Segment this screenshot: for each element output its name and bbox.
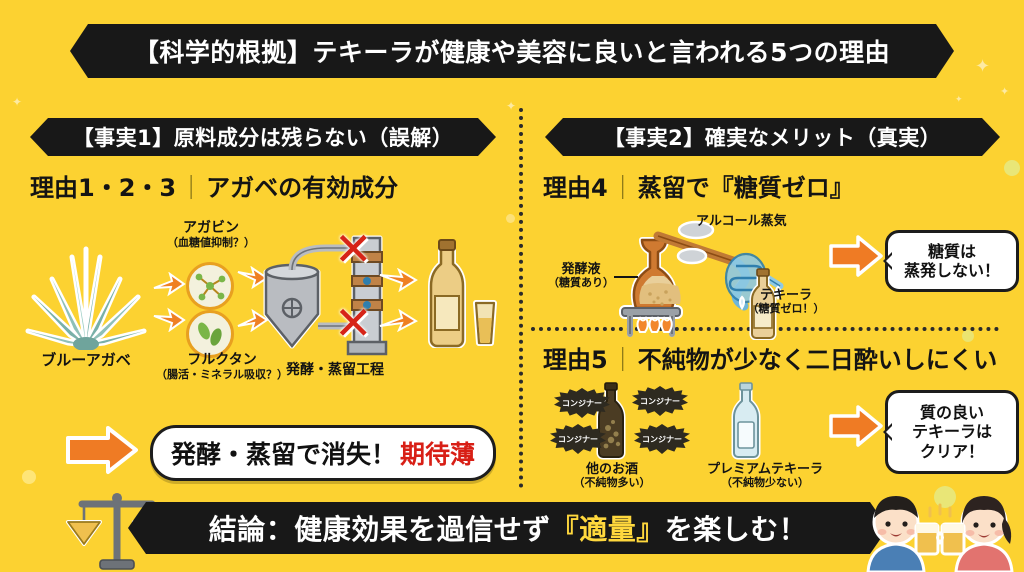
- bubble-clear-line1: 質の良い: [919, 403, 984, 423]
- fact2-banner: 【事実2】確実なメリット（真実）: [545, 118, 1000, 156]
- congener-burst: コンジナー: [634, 424, 690, 454]
- left-conclusion-pill: 発酵・蒸留で消失！期待薄: [150, 425, 496, 481]
- reason-5-number: 理由5: [543, 346, 608, 374]
- bubble-clear-line3: クリア！: [919, 441, 984, 461]
- reason-123-heading: 理由1・2・3｜アガベの有効成分: [30, 168, 398, 203]
- caption-agave: ブルーアガベ: [41, 351, 131, 369]
- bubble-sugar-line2: 蒸発しない！: [903, 261, 1000, 280]
- agavin-note: （血糖値抑制？）: [167, 235, 255, 249]
- tequila-bottle-icon: [428, 239, 466, 348]
- arrow-right-icon: [64, 424, 140, 476]
- sparkle-icon: ✦: [506, 99, 517, 113]
- left-conclusion-red: 期待薄: [400, 440, 476, 469]
- fructan-name: フルクタン: [187, 352, 257, 368]
- conclusion-part-a: 結論：健康効果を過信せず: [208, 513, 551, 546]
- decorative-dot: [22, 470, 36, 484]
- arrow-right-icon: [378, 268, 418, 294]
- caption-alcohol-vapor: アルコール蒸気: [696, 214, 787, 229]
- conclusion-part-b: を楽しむ！: [664, 513, 808, 546]
- vertical-divider: [519, 108, 523, 488]
- tequila-product-name: テキーラ: [759, 288, 812, 303]
- decorative-dot: [1004, 160, 1020, 176]
- heading-separator: ｜: [610, 346, 635, 374]
- caption-tequila-product: テキーラ （糖質ゼロ！）: [740, 288, 832, 316]
- reason-4-heading: 理由4｜蒸留で『糖質ゼロ』: [543, 168, 854, 203]
- other-liquor-name: 他のお酒: [585, 462, 638, 477]
- toasting-people-icon: [866, 496, 1014, 572]
- heading-separator: ｜: [179, 174, 204, 202]
- reason-5-heading: 理由5｜不純物が少なく二日酔いしにくい: [543, 340, 997, 375]
- reason-123-text: アガベの有効成分: [206, 174, 399, 202]
- sparkle-icon: ✦: [1000, 85, 1010, 98]
- x-cross-icon: ✕: [334, 296, 373, 350]
- leader-line: [614, 276, 638, 278]
- decorative-dot: [962, 330, 974, 342]
- bubble-sugar-no-evaporate: 糖質は 蒸発しない！: [883, 230, 1019, 292]
- caption-wash: 発酵液 （糖質あり）: [540, 262, 622, 290]
- decorative-dot: [934, 486, 956, 508]
- caption-agavin: アガビン （血糖値抑制？）: [155, 220, 267, 249]
- left-conclusion-black: 発酵・蒸留で消失！: [170, 440, 396, 469]
- arrow-right-icon: [236, 306, 268, 332]
- wash-note: （糖質あり）: [548, 276, 614, 290]
- conclusion-banner: 結論：健康効果を過信せず『適量』を楽しむ！: [128, 502, 888, 554]
- tequila-product-note: （糖質ゼロ！）: [747, 302, 825, 316]
- bubble-quality-tequila-clear: 質の良い テキーラは クリア！: [883, 390, 1019, 474]
- page-title: 【科学的根拠】テキーラが健康や美容に良いと言われる5つの理由: [70, 24, 954, 78]
- sparkle-icon: ✦: [955, 95, 963, 105]
- congener-burst: コンジナー: [632, 386, 688, 416]
- arrow-right-icon: [152, 306, 186, 332]
- arrow-right-icon: [152, 272, 186, 298]
- reason-5-text: 不純物が少なく二日酔いしにくい: [637, 346, 998, 374]
- caption-fructan: フルクタン （腸活・ミネラル吸収？）: [142, 352, 302, 381]
- conclusion-highlight: 『適量』: [550, 513, 665, 546]
- arrow-right-icon: [828, 404, 884, 448]
- shot-glass-icon: [473, 300, 497, 346]
- fermentation-distillation-icon: [263, 235, 388, 356]
- reason-4-text: 蒸留で『糖質ゼロ』: [637, 174, 854, 202]
- wash-name: 発酵液: [561, 262, 601, 277]
- agavin-molecule-icon: [186, 262, 234, 310]
- reason-4-number: 理由4: [543, 174, 608, 202]
- other-liquor-note: （不純物多い）: [573, 476, 651, 490]
- heading-separator: ｜: [610, 174, 635, 202]
- caption-other-liquor: 他のお酒 （不純物多い）: [562, 462, 662, 490]
- tequila-bottle-icon: [749, 268, 777, 340]
- reason-123-number: 理由1・2・3: [30, 174, 177, 202]
- premium-tequila-bottle-icon: [731, 382, 761, 460]
- fact1-banner: 【事実1】原料成分は残らない（誤解）: [30, 118, 496, 156]
- bubble-clear-line2: テキーラは: [911, 422, 992, 442]
- decorative-dot: [506, 214, 515, 223]
- fructan-molecule-icon: [186, 310, 234, 358]
- agave-plant-icon: [25, 246, 147, 350]
- premium-tequila-note: （不純物少ない）: [721, 476, 809, 490]
- x-cross-icon: ✕: [334, 222, 373, 276]
- premium-tequila-name: プレミアムテキーラ: [706, 462, 824, 477]
- arrow-right-icon: [828, 234, 884, 278]
- arrow-right-icon: [378, 306, 418, 332]
- agavin-name: アガビン: [183, 220, 239, 236]
- sparkle-icon: ✦: [12, 95, 23, 109]
- fructan-note: （腸活・ミネラル吸収？）: [156, 367, 288, 381]
- bubble-sugar-line1: 糖質は: [927, 241, 976, 261]
- caption-premium-tequila: プレミアムテキーラ （不純物少ない）: [690, 462, 840, 490]
- sparkle-icon: ✦: [975, 56, 991, 77]
- caption-process: 発酵・蒸留工程: [286, 362, 384, 378]
